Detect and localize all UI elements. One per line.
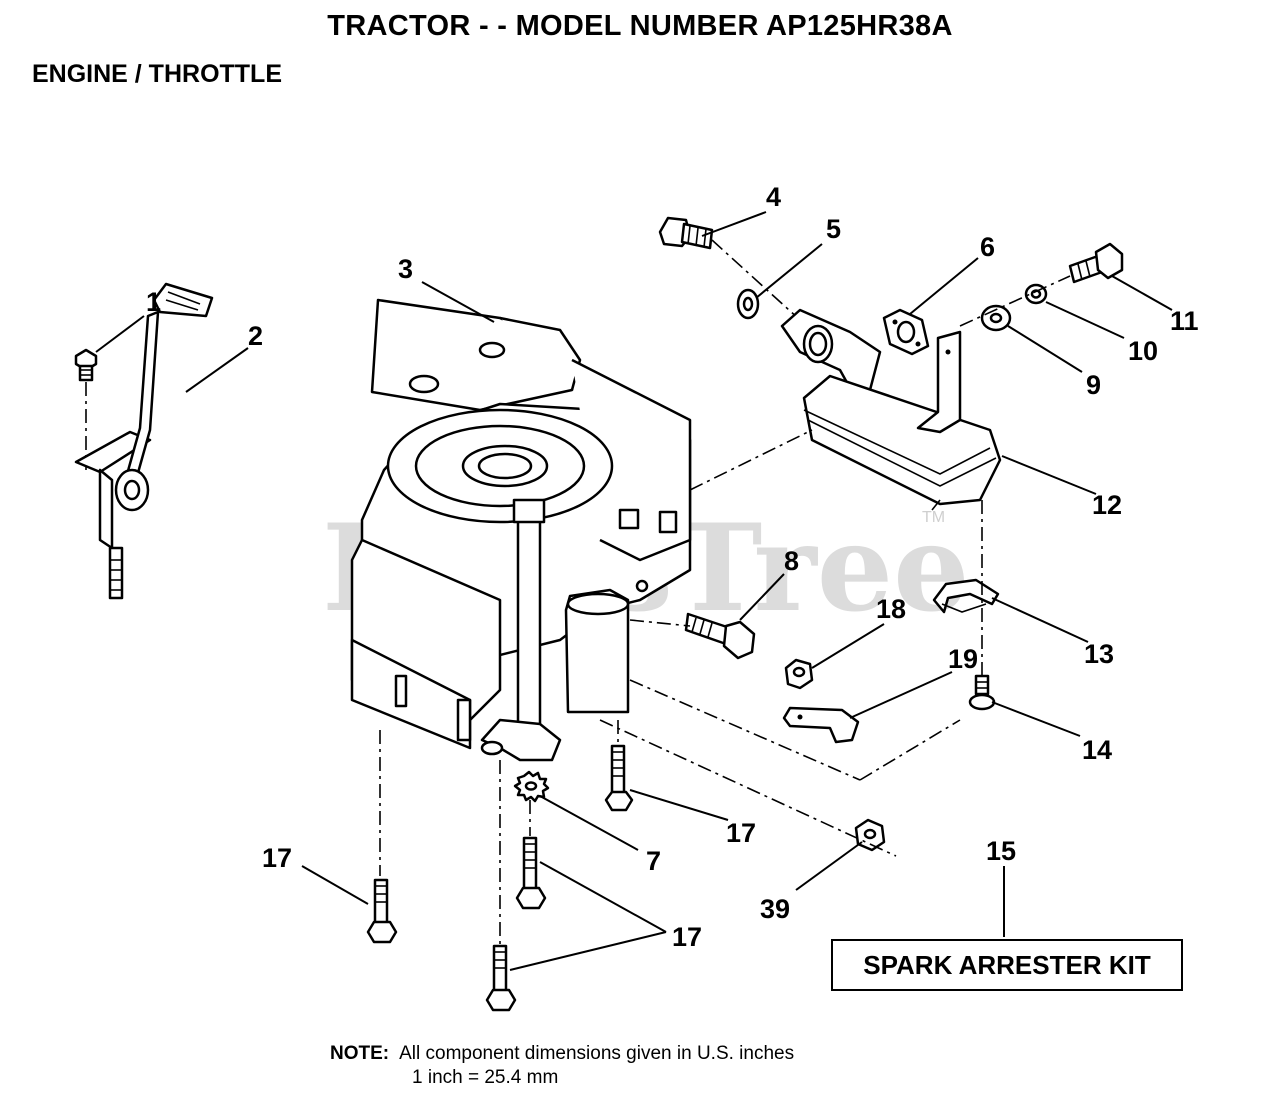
- leader-lines: [95, 211, 1173, 971]
- part-4-bolt[interactable]: [658, 216, 714, 250]
- callout-14: 14: [1082, 735, 1112, 765]
- callout-18: 18: [876, 594, 906, 624]
- spark-arrester-kit-label: SPARK ARRESTER KIT: [863, 949, 1151, 980]
- callout-4: 4: [766, 182, 781, 212]
- note-line-2: 1 inch = 25.4 mm: [412, 1067, 559, 1088]
- callout-10: 10: [1128, 336, 1158, 366]
- part-1-bolt[interactable]: [74, 348, 98, 382]
- part-19-clamp[interactable]: [782, 706, 860, 744]
- part-39-nut[interactable]: [854, 818, 886, 852]
- part-17-bolt-center[interactable]: [604, 744, 634, 812]
- part-5-washer[interactable]: [736, 288, 760, 320]
- callout-17-left: 17: [262, 843, 292, 873]
- callout-1: 1: [146, 287, 161, 317]
- callout-8: 8: [784, 546, 799, 576]
- callout-3: 3: [398, 254, 413, 284]
- callout-19: 19: [948, 644, 978, 674]
- note-line-1: All component dimensions given in U.S. i…: [399, 1043, 795, 1064]
- part-6-gasket[interactable]: [882, 308, 930, 356]
- watermark-trademark: TM: [922, 509, 945, 526]
- part-18-nut[interactable]: [784, 658, 814, 690]
- part-12-muffler[interactable]: [802, 330, 1002, 506]
- callout-12: 12: [1092, 490, 1122, 520]
- callout-9: 9: [1086, 370, 1101, 400]
- part-7-star-washer[interactable]: [513, 770, 550, 803]
- page-title: TRACTOR - - MODEL NUMBER AP125HR38A: [327, 10, 953, 42]
- callout-6: 6: [980, 232, 995, 262]
- callout-17-pair: 17: [672, 922, 702, 952]
- part-17-bolt-left[interactable]: [366, 878, 398, 944]
- part-8-bolt[interactable]: [684, 612, 756, 660]
- part-17-bolt-middle[interactable]: [515, 836, 547, 910]
- part-3-engine[interactable]: [350, 298, 692, 762]
- callout-11: 11: [1170, 306, 1199, 336]
- part-2-throttle-bracket[interactable]: [74, 282, 214, 600]
- callout-15: 15: [986, 836, 1016, 866]
- callout-7: 7: [646, 846, 661, 876]
- callout-5: 5: [826, 214, 841, 244]
- section-subtitle: ENGINE / THROTTLE: [32, 60, 282, 88]
- callout-2: 2: [248, 321, 263, 351]
- part-17-bolt-bottom[interactable]: [485, 944, 517, 1012]
- dimensions-note: NOTE: All component dimensions given in U…: [330, 1042, 794, 1090]
- note-label: NOTE:: [330, 1043, 390, 1064]
- callout-39: 39: [760, 894, 790, 924]
- spark-arrester-kit-box[interactable]: SPARK ARRESTER KIT: [831, 939, 1183, 991]
- part-11-bolt[interactable]: [1068, 242, 1124, 284]
- callout-13: 13: [1084, 639, 1114, 669]
- callout-17-center: 17: [726, 818, 756, 848]
- part-14-screw[interactable]: [968, 674, 996, 711]
